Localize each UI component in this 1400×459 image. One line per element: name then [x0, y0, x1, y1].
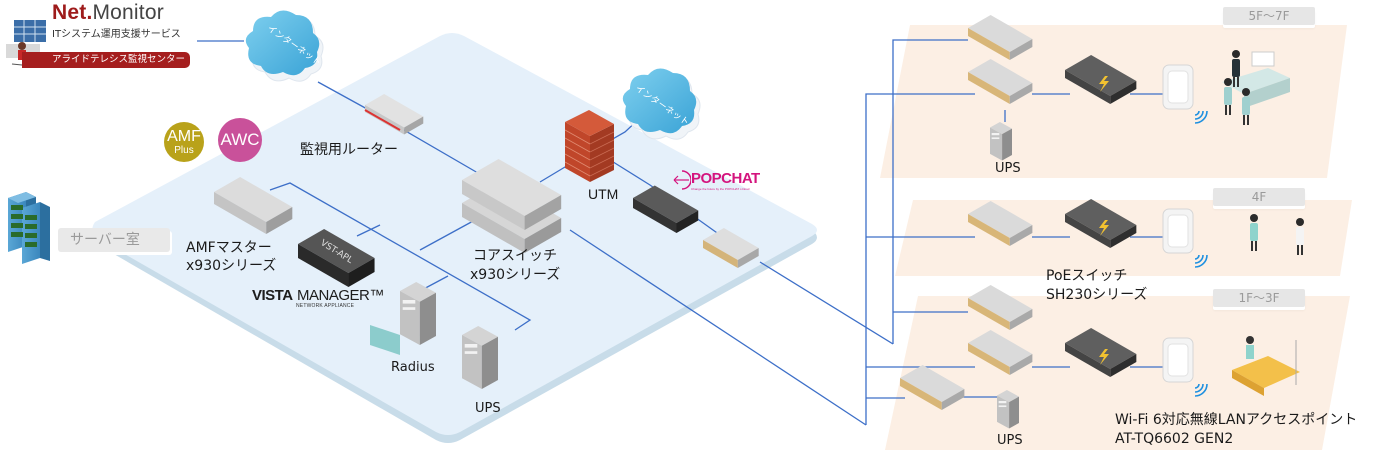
floor-switch-icon: [900, 365, 965, 410]
ups-label: UPS: [475, 401, 501, 416]
core-switch-label-line1: コアスイッチ: [473, 248, 557, 264]
netmonitor-center-band: アライドテレシス監視センター: [22, 52, 190, 68]
popchat-name: POPCHAT: [691, 170, 760, 187]
amf-master-label-line1: AMFマスター: [186, 240, 272, 256]
poe-switch-icon: [1065, 328, 1137, 377]
wifi-signal-icon: [1194, 383, 1208, 397]
nurse-person-icon: [1250, 214, 1258, 251]
ups-server-icon: [462, 326, 498, 389]
radius-label: Radius: [391, 360, 435, 375]
amf-plus-badge: AMF Plus: [164, 122, 204, 162]
utm-firewall-icon: [564, 110, 615, 182]
core-platform: [92, 33, 818, 443]
vista-logo-bold: VISTA: [252, 287, 293, 304]
wireless-ap-icon: [1162, 337, 1194, 383]
floor-ups-icon: [990, 122, 1012, 161]
floor-switch-icon: [968, 15, 1033, 60]
amf-master-label-line2: x930シリーズ: [186, 258, 277, 274]
awc-badge: AWC: [218, 118, 262, 162]
core-switch-icon: [462, 159, 562, 230]
popchat-appliance-icon: [633, 185, 699, 233]
netmonitor-brand-rest: Monitor: [92, 1, 164, 24]
wifi-signal-icon: [1194, 110, 1208, 124]
popchat-tagline: Change the future by the POPCHAT i-Cloud: [691, 187, 750, 191]
doctor-person-icon: [1296, 218, 1304, 255]
poe-switch-label-line1: PoEスイッチ: [1046, 268, 1128, 284]
netmonitor-subtitle: ITシステム運用支援サービス: [52, 29, 181, 40]
monitor-router-label: 監視用ルーター: [300, 142, 398, 158]
floor-switch-icon: [968, 330, 1033, 375]
floor-switch-icon: [968, 285, 1033, 330]
floor-switch-icon: [968, 59, 1033, 104]
meeting-illustration: [1222, 51, 1290, 108]
floor-ups-label: UPS: [995, 161, 1021, 176]
radius-server-icon: [400, 282, 436, 345]
amf-master-switch-icon: [214, 177, 293, 234]
core-switch-label-line2: x930シリーズ: [470, 267, 561, 283]
server-rack-icon: [8, 192, 50, 264]
internet-cloud-icon: [622, 68, 701, 140]
edge-switch-icon: [703, 228, 759, 268]
awc-badge-label: AWC: [220, 130, 260, 149]
staff-person-icon: [1242, 88, 1250, 125]
access-point-label-line1: Wi-Fi 6対応無線LANアクセスポイント: [1115, 412, 1358, 428]
netmonitor-logo: Net.Monitor: [52, 2, 164, 24]
server-room-label: サーバー室: [58, 228, 170, 252]
radius-panel-icon: [370, 325, 400, 355]
vista-logo-rest: MANAGER™: [297, 287, 384, 304]
popchat-bow-icon: [673, 170, 691, 190]
wifi-signal-icon: [1194, 254, 1208, 268]
netmonitor-brand-bold: Net.: [52, 1, 93, 24]
floor-ups-icon: [997, 390, 1019, 429]
hospital-bed-illustration: [1232, 336, 1300, 396]
staff-person-icon: [1224, 78, 1232, 115]
amf-badge-sub: Plus: [174, 145, 194, 156]
floor-ups-label: UPS: [997, 433, 1023, 448]
vst-apl-icon: [298, 229, 375, 287]
internet-cloud-icon: [245, 10, 324, 82]
floor-tag-4f: 4F: [1213, 188, 1305, 206]
floor-switch-icon: [968, 201, 1033, 246]
floor-tag-5f-7f: 5F〜7F: [1223, 7, 1315, 25]
vista-logo-sub: NETWORK APPLIANCE: [296, 303, 355, 309]
poe-switch-label-line2: SH230シリーズ: [1046, 287, 1148, 303]
poe-switch-icon: [1065, 199, 1137, 248]
floor-tag-1f-3f: 1F〜3F: [1213, 289, 1305, 307]
wireless-ap-icon: [1162, 64, 1194, 110]
vista-manager-logo: VISTA MANAGER™ NETWORK APPLIANCE: [252, 287, 384, 309]
poe-switch-icon: [1065, 55, 1137, 104]
amf-badge-main: AMF: [167, 128, 201, 145]
access-point-label-line2: AT-TQ6602 GEN2: [1115, 431, 1234, 447]
wireless-ap-icon: [1162, 208, 1194, 254]
presenter-person-icon: [1232, 50, 1240, 87]
utm-label: UTM: [588, 186, 619, 202]
monitor-router-icon: [364, 94, 424, 135]
